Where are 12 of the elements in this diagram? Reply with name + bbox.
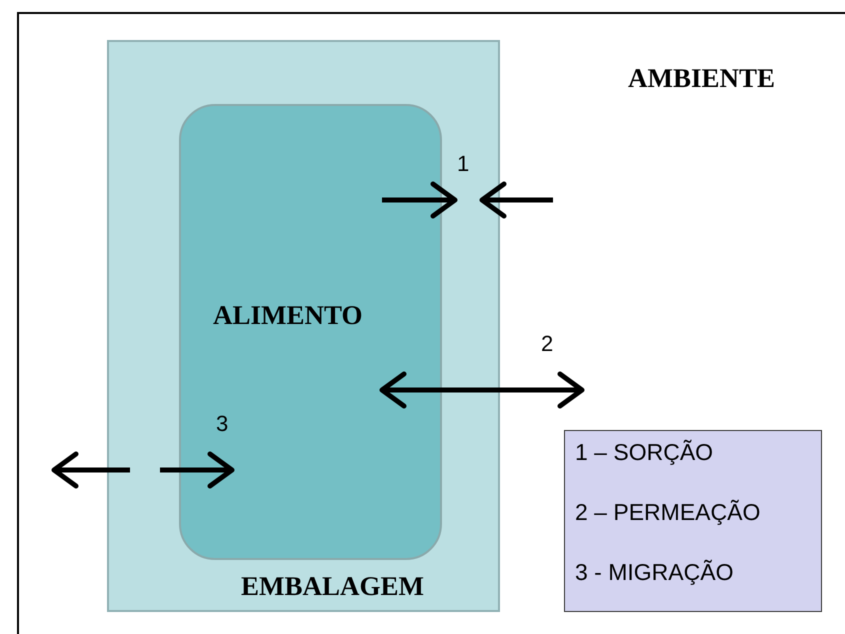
node-title: EMBALAGEM xyxy=(241,570,424,603)
legend-entry: 3 - MIGRAÇÃO xyxy=(575,558,734,587)
food-box xyxy=(179,104,442,560)
package-box xyxy=(107,40,500,612)
legend-box xyxy=(564,430,822,612)
process-number: 1 xyxy=(457,150,470,178)
legend-entry: 1 – SORÇÃO xyxy=(575,438,714,467)
process-number: 3 xyxy=(216,410,228,438)
legend-entry: 2 – PERMEAÇÃO xyxy=(575,498,762,527)
region-label: AMBIENTE xyxy=(628,62,776,95)
process-number: 2 xyxy=(541,330,554,358)
node-title: ALIMENTO xyxy=(213,299,363,332)
